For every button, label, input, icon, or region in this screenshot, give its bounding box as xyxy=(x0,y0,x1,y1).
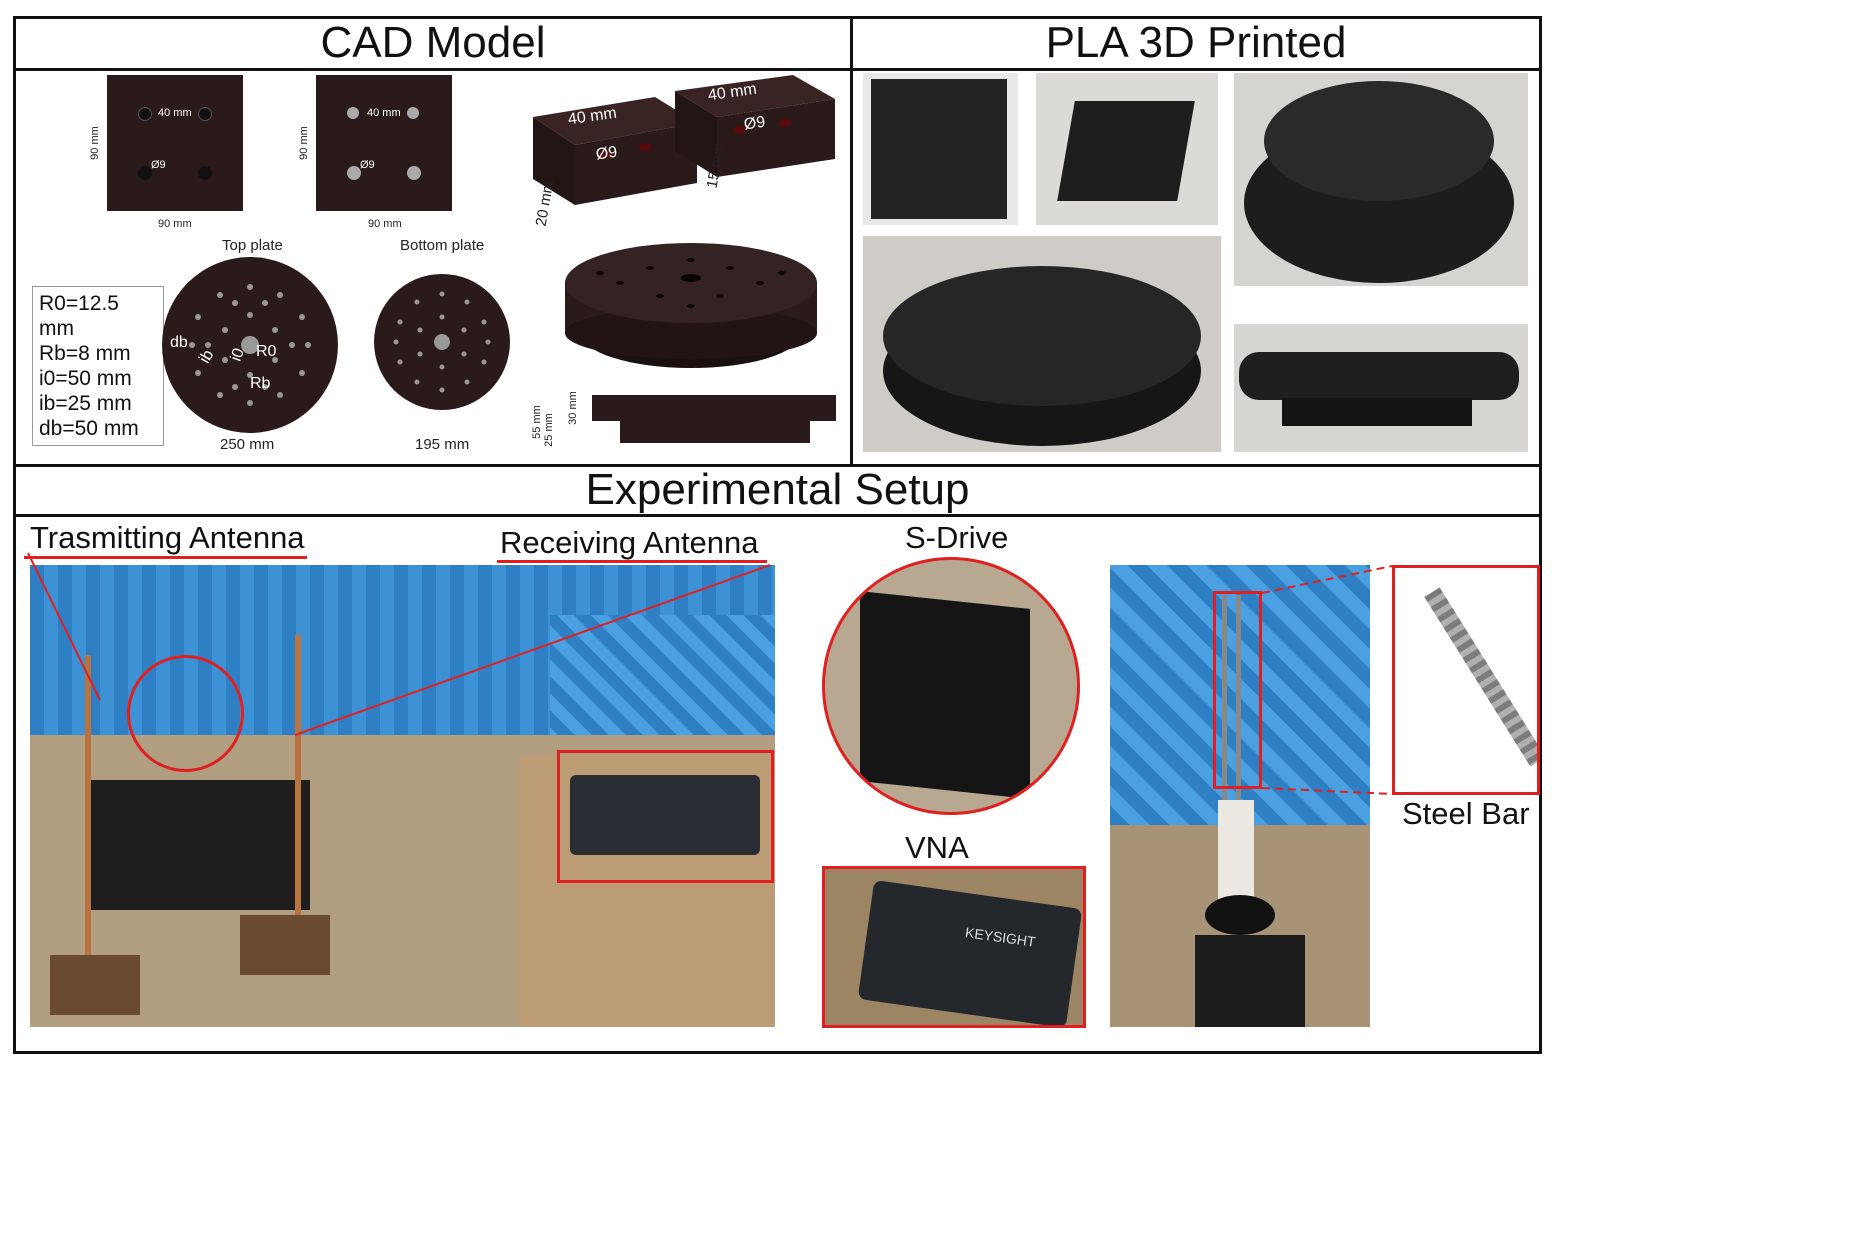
side-dimension: 25 mm xyxy=(542,413,555,447)
hole-diameter-label: Ø9 xyxy=(151,159,166,171)
printed-disc-photo xyxy=(863,236,1221,452)
printed-square-plate xyxy=(871,79,1007,219)
chamber-photo xyxy=(30,565,775,1027)
base-plate xyxy=(240,915,330,975)
printed-side-photo xyxy=(1234,324,1528,452)
hole xyxy=(347,107,359,119)
hole-diameter-label: Ø9 xyxy=(360,159,375,171)
printed-side-top xyxy=(1239,352,1519,400)
hole xyxy=(407,107,419,119)
bottom-panel xyxy=(13,464,1542,1054)
width-dimension: 90 mm xyxy=(368,218,402,230)
steel-bars xyxy=(1222,595,1246,815)
height-dimension: 90 mm xyxy=(297,126,310,160)
hole xyxy=(198,166,212,180)
printed-disc-top xyxy=(1264,81,1494,201)
vna-highlight-box xyxy=(557,750,774,883)
steel-bar-setup-photo xyxy=(1110,565,1370,1027)
rx-antenna-rod xyxy=(295,635,301,965)
hole xyxy=(407,166,421,180)
param-db: db=50 mm xyxy=(39,417,139,440)
hole xyxy=(198,107,212,121)
steel-bar-zoom xyxy=(1392,565,1540,795)
top-plate-drawing xyxy=(162,257,338,433)
param-i0: i0=50 mm xyxy=(39,367,132,390)
tx-antenna-rod xyxy=(85,655,91,1005)
side-dimension: 55 mm xyxy=(530,405,543,439)
height-dimension: 90 mm xyxy=(88,126,101,160)
printed-square-photo-1 xyxy=(863,73,1018,225)
steel-bar-callout xyxy=(1261,565,1393,795)
sdrive-device xyxy=(860,591,1030,799)
iso-diameter-label: Ø9 xyxy=(594,143,619,164)
sdrive-label: S-Drive xyxy=(905,520,1009,555)
hole xyxy=(138,107,152,121)
printed-side-bottom xyxy=(1282,398,1472,426)
steel-bar-highlight xyxy=(1213,591,1262,789)
vna-device xyxy=(857,879,1083,1025)
experimental-setup-title: Experimental Setup xyxy=(585,465,970,514)
pla-printed-title: PLA 3D Printed xyxy=(1045,18,1347,67)
tx-highlight-circle xyxy=(127,655,244,772)
param-ib: ib=25 mm xyxy=(39,392,132,415)
top-plate-label: Top plate xyxy=(222,237,283,254)
rx-antenna-label: Receiving Antenna xyxy=(500,525,759,560)
callout-lines xyxy=(27,552,771,736)
bottom-plate-drawing xyxy=(374,274,510,410)
iso-diameter-label: Ø9 xyxy=(742,113,767,134)
cad-model-title: CAD Model xyxy=(320,18,546,67)
vna-zoom-box: KEYSIGHT xyxy=(822,866,1086,1028)
hole xyxy=(347,166,361,180)
label-db: db xyxy=(170,334,188,351)
parameter-legend: R0=12.5 mm Rb=8 mm i0=50 mm ib=25 mm db=… xyxy=(32,286,164,446)
steel-bar-closeup xyxy=(1424,587,1537,767)
hole-spacing-label: 40 mm xyxy=(158,107,192,119)
side-view-top xyxy=(592,395,836,421)
absorber-block xyxy=(90,780,310,910)
printed-stack-photo xyxy=(1234,73,1528,286)
printed-square-photo-2 xyxy=(1036,73,1218,225)
steel-bar-label: Steel Bar xyxy=(1402,796,1530,831)
bottom-diameter-label: 195 mm xyxy=(415,436,470,453)
bottom-plate-label: Bottom plate xyxy=(400,237,485,254)
sdrive-circle xyxy=(822,557,1080,815)
base-plate xyxy=(50,955,140,1015)
header-rule-top xyxy=(13,68,1542,71)
rotary-stage xyxy=(1205,895,1275,935)
side-view-bottom xyxy=(620,421,810,443)
label-r0: R0 xyxy=(256,343,277,360)
hole xyxy=(138,166,152,180)
absorber-block xyxy=(1195,935,1305,1027)
hole-spacing-label: 40 mm xyxy=(367,107,401,119)
width-dimension: 90 mm xyxy=(158,218,192,230)
square-plate-top xyxy=(107,75,243,211)
vna-label: VNA xyxy=(905,830,969,865)
square-plate-bottom xyxy=(316,75,452,211)
vna-device xyxy=(570,775,760,855)
printed-disc-top xyxy=(883,266,1201,406)
tx-underline xyxy=(24,556,307,559)
printed-square-plate xyxy=(1057,101,1195,201)
isometric-disc xyxy=(565,243,817,368)
isometric-square-blocks xyxy=(533,75,835,205)
tx-antenna-label: Trasmitting Antenna xyxy=(30,520,305,555)
rx-underline xyxy=(497,560,767,563)
header-rule-bottom xyxy=(13,514,1542,517)
side-dimension: 30 mm xyxy=(566,391,579,425)
param-rb: Rb=8 mm xyxy=(39,342,131,365)
param-r0: R0=12.5 mm xyxy=(39,292,119,340)
label-rb: Rb xyxy=(250,375,271,392)
top-diameter-label: 250 mm xyxy=(220,436,275,453)
